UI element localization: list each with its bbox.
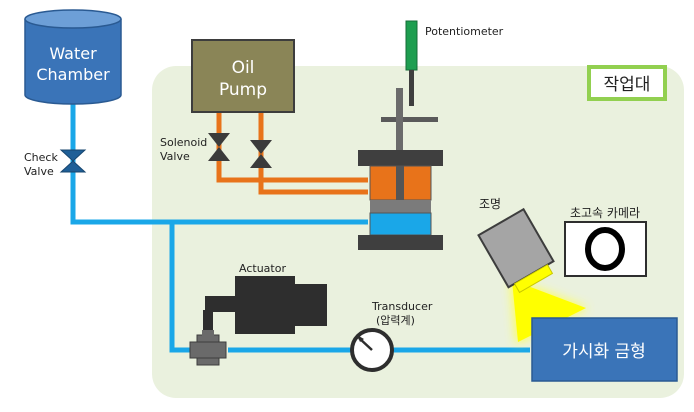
actuator: Actuator: [203, 262, 327, 336]
lighting-label: 조명: [479, 197, 501, 211]
actuator-valve: [189, 330, 227, 366]
actuator-label: Actuator: [239, 262, 286, 275]
solenoid-valves: Solenoid Valve: [160, 133, 272, 168]
water-chamber-label-2: Chamber: [36, 65, 110, 84]
check-valve: Check Valve: [24, 149, 87, 178]
potentiometer: Potentiometer: [405, 20, 504, 106]
visualization-mold: 가시화 금형: [531, 317, 678, 382]
water-chamber: Water Chamber: [24, 9, 122, 105]
potentiometer-label: Potentiometer: [425, 25, 504, 38]
lighting: 조명: [477, 197, 555, 294]
oil-pump-label-1: Oil: [232, 58, 255, 78]
light-beam: [510, 278, 588, 344]
solenoid-valve-label-1: Solenoid: [160, 136, 207, 149]
solenoid-valve-label-2: Valve: [160, 150, 190, 163]
check-valve-label-1: Check: [24, 151, 58, 164]
visualization-mold-label: 가시화 금형: [562, 342, 646, 362]
cylinder-assembly: [358, 88, 443, 250]
transducer-label-2: (압력계): [376, 314, 415, 327]
transducer-label-1: Transducer: [371, 300, 433, 313]
workbench-label-box: [587, 65, 667, 101]
water-chamber-label-1: Water: [49, 44, 97, 63]
transducer-gauge: Transducer (압력계): [350, 300, 433, 372]
check-valve-label-2: Valve: [24, 165, 54, 178]
oil-pump: Oil Pump: [191, 39, 295, 113]
workbench-label: 작업대: [604, 75, 651, 95]
oil-pump-label-2: Pump: [219, 80, 267, 100]
highspeed-camera: 초고속 카메라: [564, 206, 647, 277]
highspeed-camera-label: 초고속 카메라: [570, 206, 640, 220]
